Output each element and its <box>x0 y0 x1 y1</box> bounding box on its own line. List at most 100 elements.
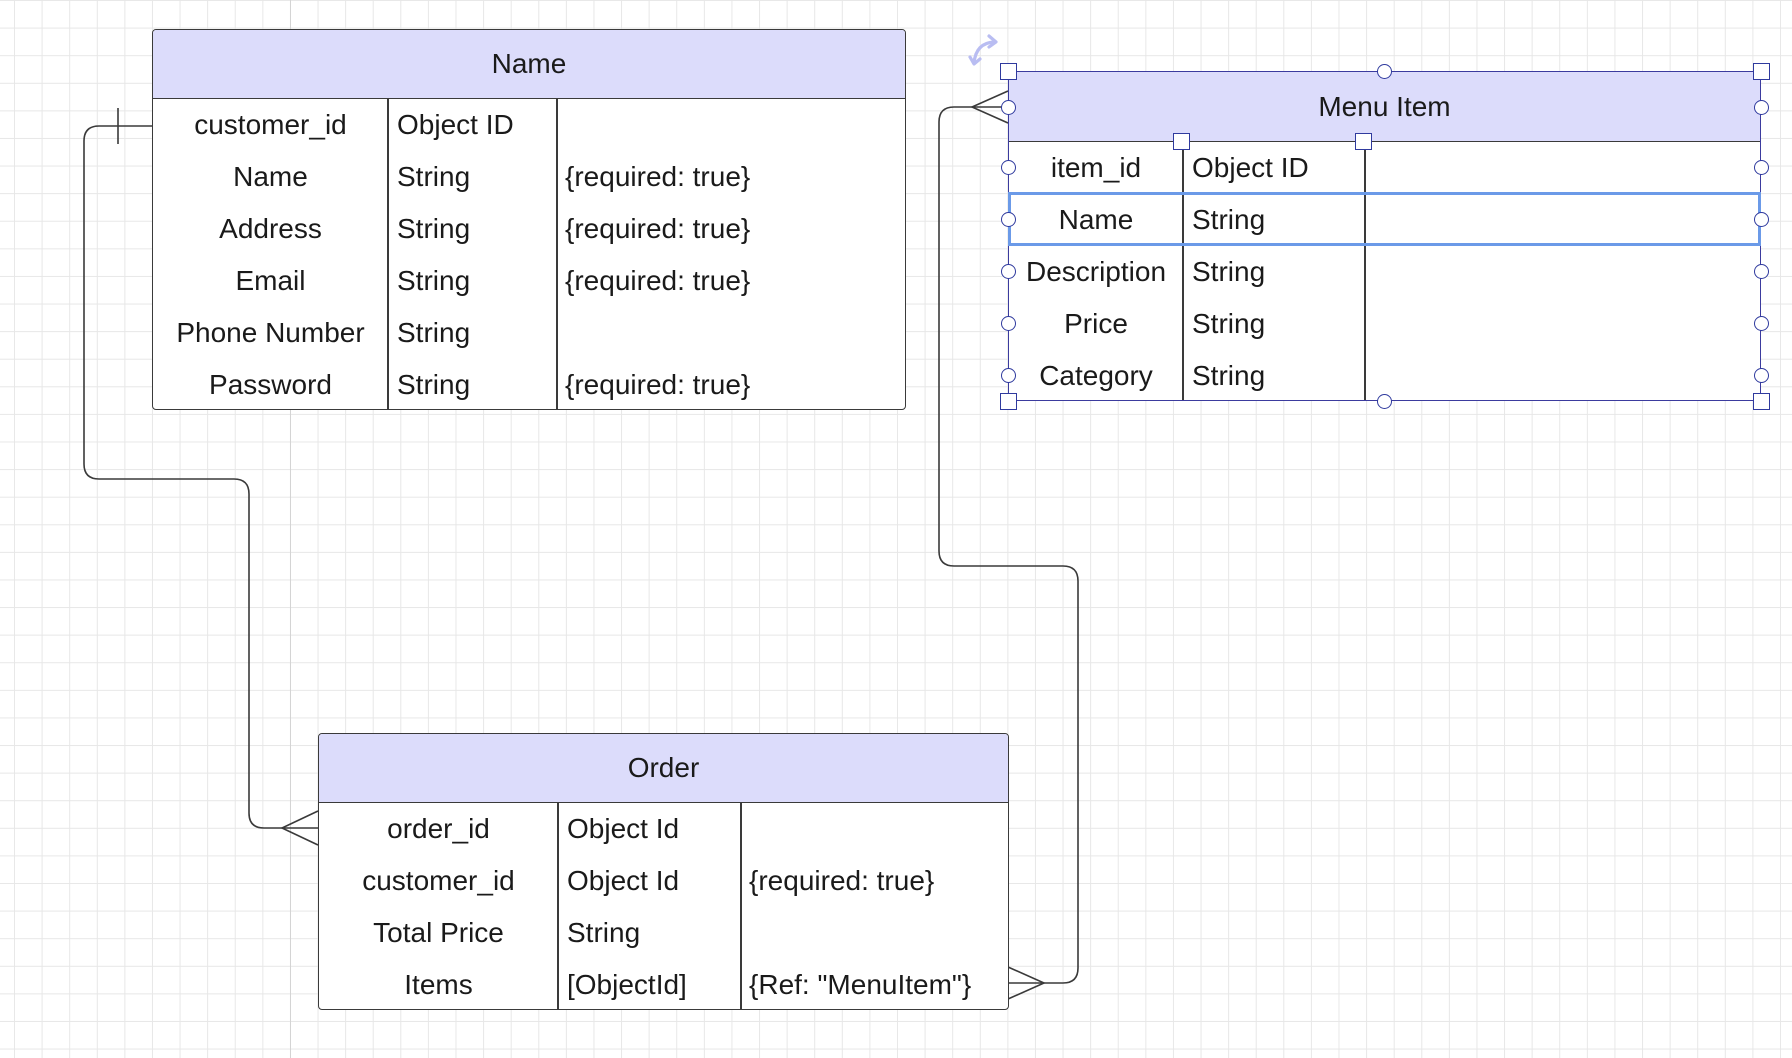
field-name: Password <box>209 369 332 400</box>
field-options <box>1364 246 1760 298</box>
field-name: order_id <box>387 813 490 844</box>
field-name: item_id <box>1050 152 1142 183</box>
field-name: Name <box>1058 204 1134 235</box>
field-type: Object ID <box>1192 152 1309 183</box>
field-type: Object Id <box>567 813 680 844</box>
connector-order-menuitem <box>938 106 1079 984</box>
field-name: Items <box>404 969 473 1000</box>
column-divider <box>556 99 558 409</box>
column-resize-handle[interactable] <box>1172 132 1190 150</box>
field-type: String <box>397 161 471 192</box>
field-options <box>740 803 1008 855</box>
field-options <box>1364 142 1760 194</box>
resize-handle-top-left[interactable] <box>999 62 1017 80</box>
entity-order[interactable]: Order order_id Object Id customer_id Obj… <box>318 733 1009 1010</box>
field-name: Category <box>1039 360 1153 391</box>
entity-menu-item[interactable]: Menu Item item_id Object ID Name String … <box>1008 71 1761 401</box>
field-row[interactable]: Items [ObjectId] {Ref: "MenuItem"} <box>319 959 1008 1009</box>
field-options: {required: true} <box>565 161 751 192</box>
connection-point-left[interactable] <box>1000 159 1016 175</box>
entity-title: Order <box>319 734 1008 803</box>
field-options: {required: true} <box>565 265 751 296</box>
field-name: Email <box>235 265 306 296</box>
field-options <box>1364 298 1760 350</box>
field-type: String <box>567 917 641 948</box>
field-row[interactable]: Category String <box>1009 350 1760 400</box>
connector-customer-order <box>83 125 318 829</box>
field-name: customer_id <box>362 865 515 896</box>
field-row[interactable]: order_id Object Id <box>319 803 1008 855</box>
field-type: String <box>1192 204 1266 235</box>
field-type: String <box>397 317 471 348</box>
connection-point-right[interactable] <box>1753 99 1769 115</box>
column-resize-handle[interactable] <box>1354 132 1372 150</box>
connection-point-left[interactable] <box>1000 263 1016 279</box>
connection-point-right[interactable] <box>1753 159 1769 175</box>
connection-point-left[interactable] <box>1000 367 1016 383</box>
field-row[interactable]: Description String <box>1009 246 1760 298</box>
field-row[interactable]: customer_id Object Id {required: true} <box>319 855 1008 907</box>
entity-title: Menu Item <box>1009 72 1760 142</box>
connection-point-right[interactable] <box>1753 211 1769 227</box>
field-type: String <box>1192 308 1266 339</box>
field-options: {required: true} <box>749 865 935 896</box>
rotate-icon[interactable] <box>968 33 1008 71</box>
field-options <box>740 907 1008 959</box>
crowsfoot-marker <box>970 90 1009 124</box>
connection-point-left[interactable] <box>1000 315 1016 331</box>
connection-point-right[interactable] <box>1753 367 1769 383</box>
resize-handle-bottom-left[interactable] <box>999 392 1017 410</box>
field-row[interactable]: Phone Number String <box>153 307 905 359</box>
field-name: Total Price <box>373 917 504 948</box>
field-type: String <box>1192 360 1266 391</box>
field-name: Price <box>1064 308 1128 339</box>
field-type: String <box>397 213 471 244</box>
entity-title-text: Menu Item <box>1318 90 1451 122</box>
resize-handle-top-right[interactable] <box>1752 62 1770 80</box>
entity-customer[interactable]: Name customer_id Object ID Name String {… <box>152 29 906 410</box>
crowsfoot-marker <box>1007 966 1046 1000</box>
column-divider <box>740 803 742 1009</box>
column-divider <box>387 99 389 409</box>
field-options <box>1364 194 1760 246</box>
connection-point-left[interactable] <box>1000 211 1016 227</box>
field-name: Address <box>219 213 322 244</box>
field-type: [ObjectId] <box>567 969 687 1000</box>
entity-title-text: Order <box>627 752 700 783</box>
field-options: {required: true} <box>565 369 751 400</box>
connection-point-right[interactable] <box>1753 263 1769 279</box>
field-options <box>556 307 905 359</box>
field-name: Description <box>1025 256 1167 287</box>
field-row[interactable]: Email String {required: true} <box>153 255 905 307</box>
field-row[interactable]: Password String {required: true} <box>153 359 905 409</box>
field-row[interactable]: Name String {required: true} <box>153 151 905 203</box>
column-divider <box>1182 142 1184 400</box>
field-options: {required: true} <box>565 213 751 244</box>
column-divider <box>557 803 559 1009</box>
column-divider <box>1364 142 1366 400</box>
field-row[interactable]: Address String {required: true} <box>153 203 905 255</box>
entity-title: Name <box>153 30 905 99</box>
field-type: Object Id <box>567 865 680 896</box>
entity-title-text: Name <box>491 48 567 79</box>
field-row[interactable]: customer_id Object ID <box>153 99 905 151</box>
resize-handle-top[interactable] <box>1376 63 1392 79</box>
field-type: String <box>397 369 471 400</box>
connection-point-right[interactable] <box>1753 315 1769 331</box>
field-name: Name <box>233 161 308 192</box>
field-type: Object ID <box>397 109 514 140</box>
field-type: String <box>1192 256 1266 287</box>
entity-rows: order_id Object Id customer_id Object Id… <box>319 803 1008 1009</box>
resize-handle-bottom[interactable] <box>1376 393 1392 409</box>
field-row[interactable]: Name String <box>1009 194 1760 246</box>
field-row[interactable]: item_id Object ID <box>1009 142 1760 194</box>
field-name: customer_id <box>194 109 347 140</box>
field-type: String <box>397 265 471 296</box>
connection-point-left[interactable] <box>1000 99 1016 115</box>
resize-handle-bottom-right[interactable] <box>1752 392 1770 410</box>
field-row[interactable]: Total Price String <box>319 907 1008 959</box>
field-row[interactable]: Price String <box>1009 298 1760 350</box>
field-name: Phone Number <box>176 317 365 348</box>
entity-rows: item_id Object ID Name String Descriptio… <box>1009 142 1760 400</box>
field-options <box>1364 350 1760 400</box>
